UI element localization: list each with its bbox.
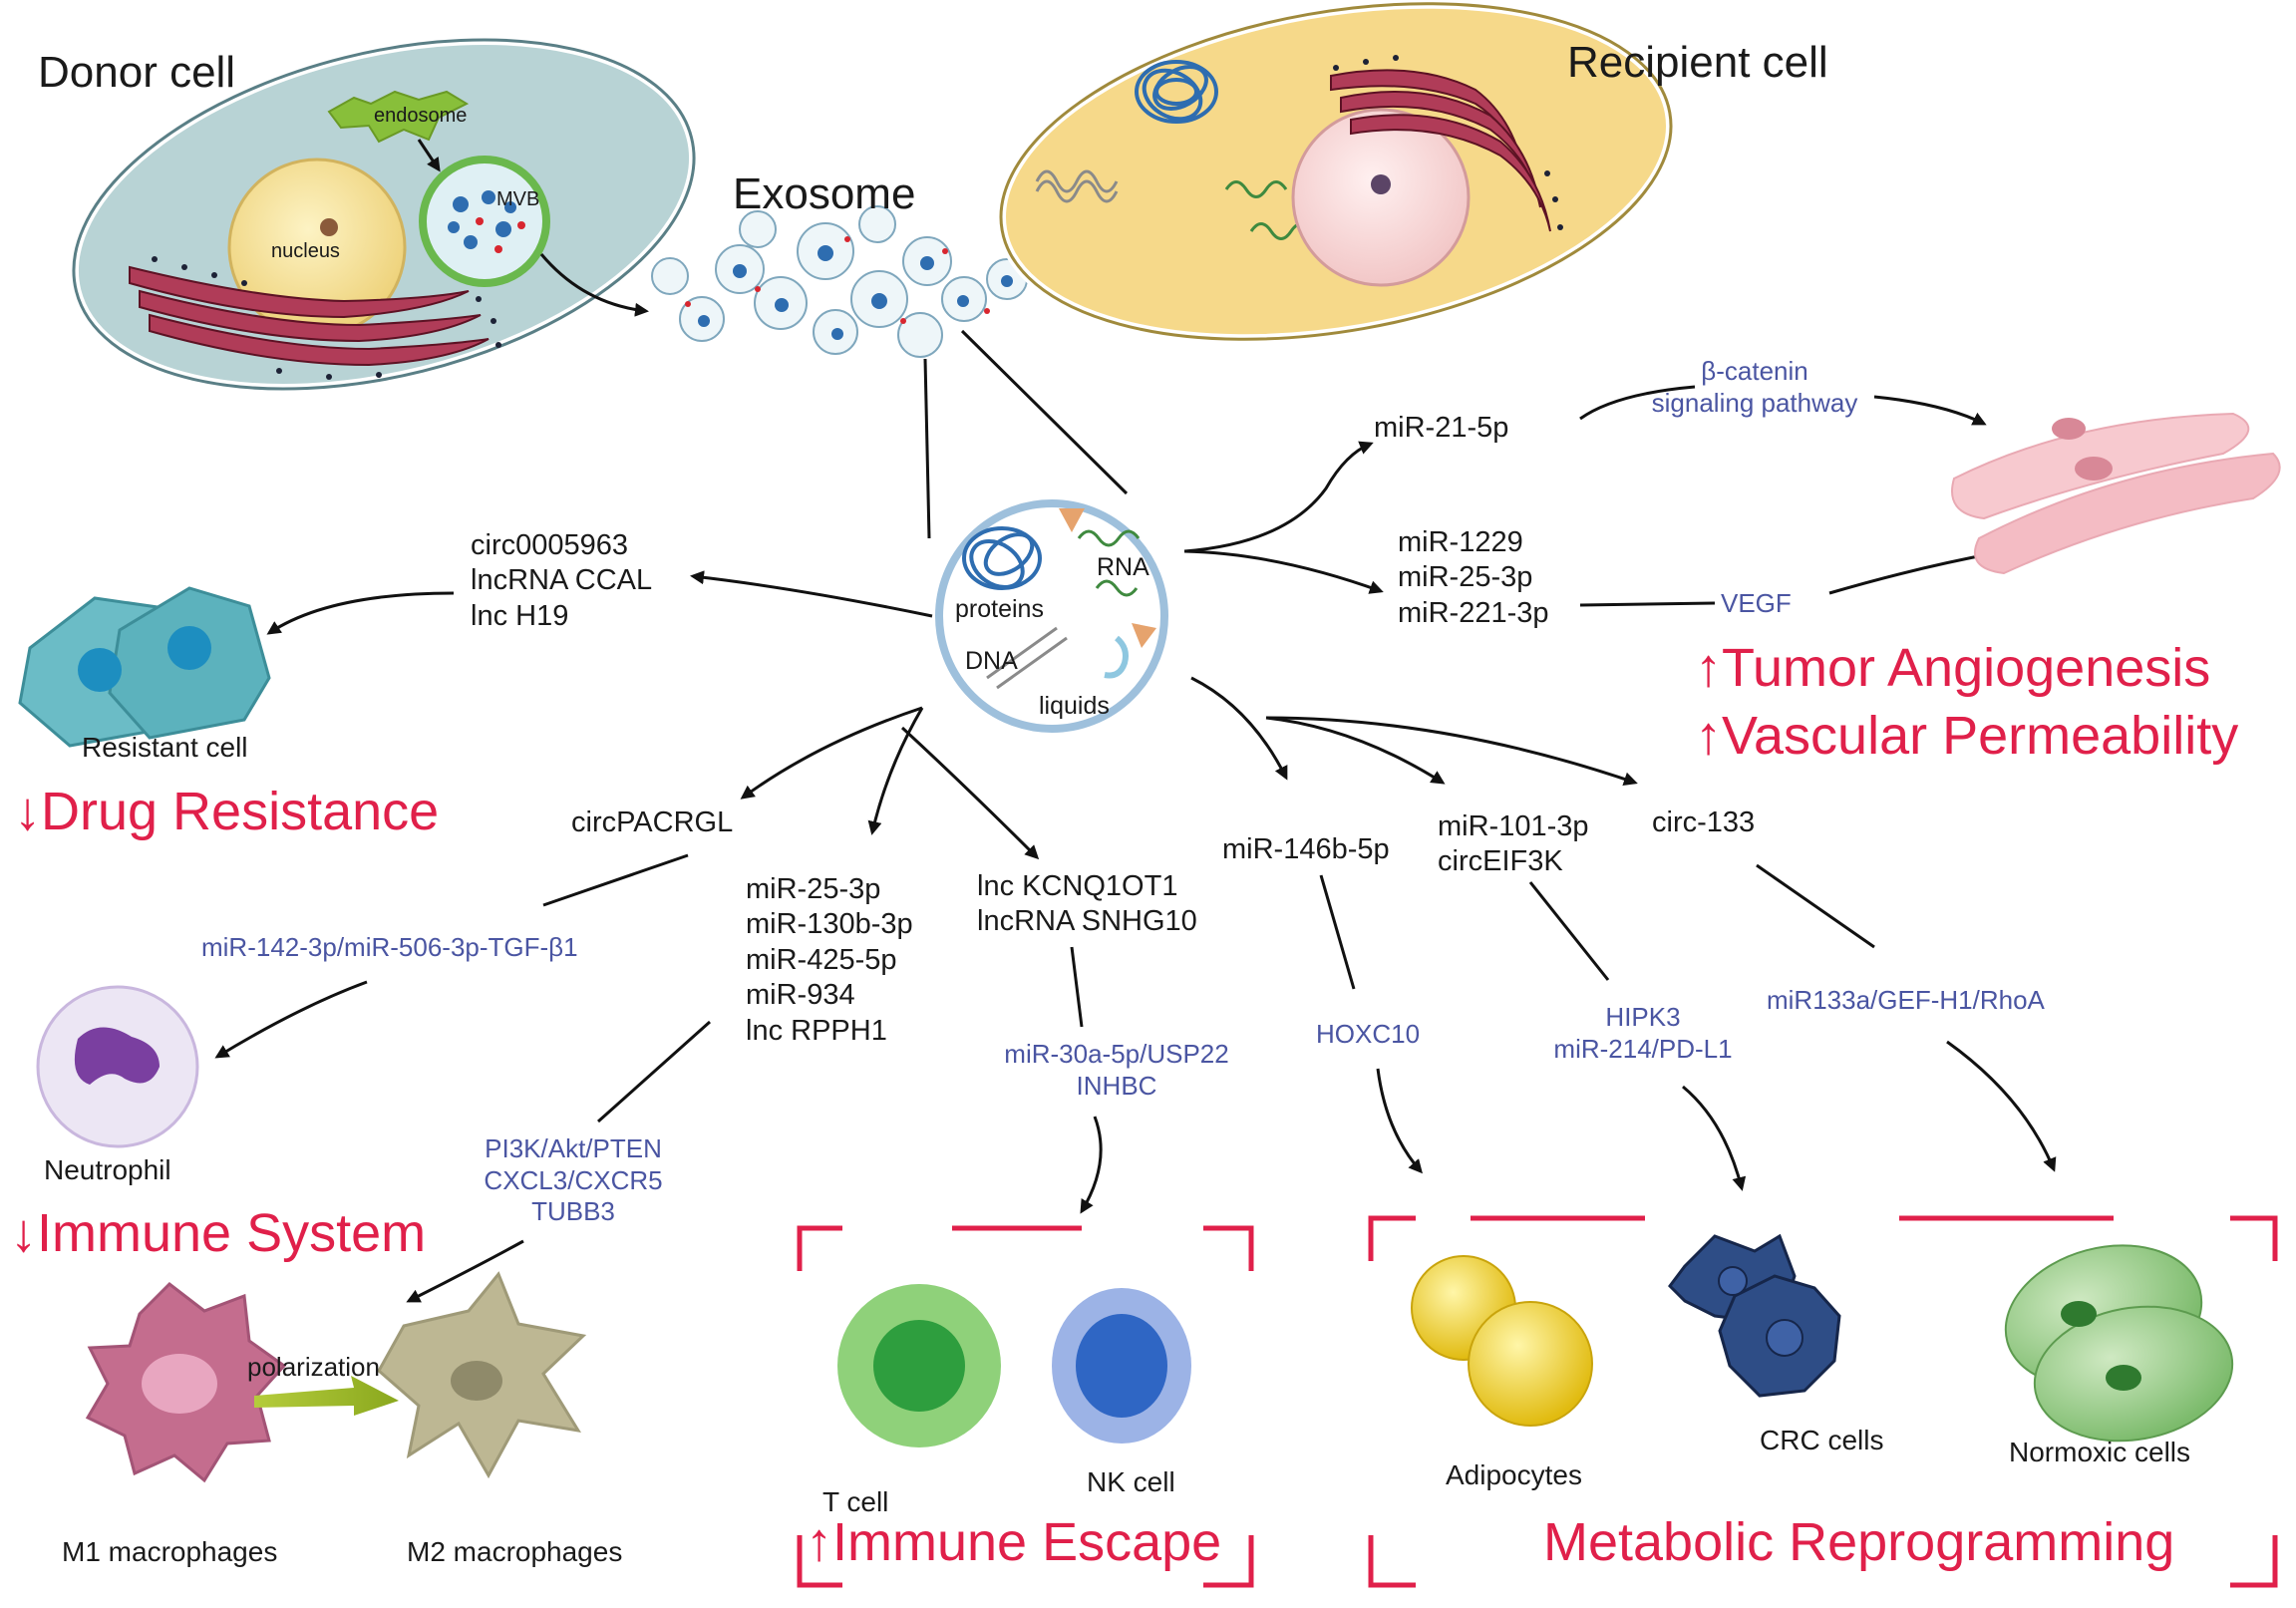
metabolic-frame <box>1368 1215 2278 1588</box>
molecule-label: circ0005963 <box>471 529 628 561</box>
pathway-line: miR-214/PD-L1 <box>1553 1033 1733 1064</box>
drug-resistance-molecules: circ0005963 lncRNA CCAL lnc H19 <box>471 528 652 634</box>
immune-escape-molecules: lnc KCNQ1OT1 lncRNA SNHG10 <box>977 869 1197 940</box>
macrophage-molecules: miR-25-3p miR-130b-3p miR-425-5p miR-934… <box>746 872 913 1049</box>
t-cell-illustration <box>837 1284 1001 1447</box>
circ-133-label: circ-133 <box>1652 806 1756 838</box>
recipient-cell-illustration <box>996 0 1676 345</box>
immune-system-effect: ↓Immune System <box>10 1203 427 1263</box>
crc-cells-illustration <box>1668 1233 1841 1398</box>
molecule-label: miR-25-3p <box>1398 561 1533 594</box>
endothelial-cell-illustration <box>1951 412 2281 575</box>
molecule-label: miR-101-3p <box>1438 810 1589 842</box>
molecule-label: lnc KCNQ1OT1 <box>977 870 1178 902</box>
normoxic-cells-label: Normoxic cells <box>2009 1437 2191 1467</box>
molecule-label: circEIF3K <box>1438 845 1563 878</box>
nk-cell-illustration <box>1052 1288 1191 1444</box>
molecule-label: lncRNA CCAL <box>471 564 653 597</box>
pathway-line: INHBC <box>1076 1070 1157 1101</box>
angiogenesis-molecules: miR-1229 miR-25-3p miR-221-3p <box>1398 525 1549 631</box>
rna-label: RNA <box>1097 553 1149 581</box>
m1-macrophage-illustration <box>85 1282 287 1483</box>
exosome-hub <box>935 499 1168 733</box>
mir-21-5p-label: miR-21-5p <box>1374 412 1509 444</box>
pathway-line: HIPK3 <box>1605 1002 1681 1032</box>
m2-macrophage-illustration <box>377 1271 587 1479</box>
immune-escape-effect: ↑Immune Escape <box>806 1512 1222 1572</box>
molecule-label: miR-25-3p <box>746 873 881 905</box>
metabolic-pathways-2: HIPK3 miR-214/PD-L1 <box>1553 1002 1732 1065</box>
resistant-cell-illustration <box>18 586 271 748</box>
immune-escape-pathways: miR-30a-5p/USP22 INHBC <box>1004 1039 1228 1102</box>
proteins-label: proteins <box>955 595 1044 623</box>
tumor-angiogenesis-effect: ↑Tumor Angiogenesis <box>1695 638 2211 698</box>
normoxic-cells-illustration <box>2004 1244 2234 1443</box>
molecule-label: lnc RPPH1 <box>746 1014 887 1047</box>
neutrophil-label: Neutrophil <box>44 1154 171 1185</box>
polarization-label: polarization <box>247 1352 380 1382</box>
mir133a-pathway: miR133a/GEF-H1/RhoA <box>1767 985 2045 1015</box>
donor-cell-illustration <box>68 34 700 395</box>
molecule-label: lncRNA SNHG10 <box>977 905 1197 938</box>
pathway-line: β-catenin <box>1701 356 1808 386</box>
exosome-title: Exosome <box>733 169 916 218</box>
beta-catenin-pathway: β-catenin signaling pathway <box>1652 356 1858 419</box>
drug-resistance-effect: ↓Drug Resistance <box>14 782 440 841</box>
pathway-line: miR-30a-5p/USP22 <box>1004 1039 1229 1069</box>
circpacrgl-label: circPACRGL <box>571 806 734 838</box>
donor-cell-title: Donor cell <box>38 48 236 97</box>
endosome-label: endosome <box>374 105 468 127</box>
molecule-label: miR-934 <box>746 979 855 1012</box>
t-cell-label: T cell <box>822 1486 889 1517</box>
vascular-permeability-effect: ↑Vascular Permeability <box>1695 706 2239 766</box>
neutrophil-pathway: miR-142-3p/miR-506-3p-TGF-β1 <box>201 932 578 962</box>
exosome-vesicles <box>651 205 1179 358</box>
mvb-label: MVB <box>496 188 540 210</box>
molecule-label: miR-425-5p <box>746 943 897 976</box>
polarization-arrow <box>254 1376 399 1416</box>
nucleus-label: nucleus <box>271 240 340 262</box>
molecule-label: miR-130b-3p <box>746 908 913 941</box>
pathway-line: PI3K/Akt/PTEN <box>485 1133 662 1163</box>
vegf-label: VEGF <box>1721 588 1792 618</box>
mir-146b-5p-label: miR-146b-5p <box>1222 833 1390 865</box>
immune-escape-frame <box>797 1225 1254 1588</box>
resistant-cell-label: Resistant cell <box>82 732 248 763</box>
pathway-line: TUBB3 <box>531 1196 615 1227</box>
macrophage-pathways: PI3K/Akt/PTEN CXCL3/CXCR5 TUBB3 <box>484 1133 662 1228</box>
m1-macrophages-label: M1 macrophages <box>62 1536 278 1567</box>
m2-macrophages-label: M2 macrophages <box>407 1536 623 1567</box>
hoxc10-label: HOXC10 <box>1316 1019 1421 1049</box>
liquids-label: liquids <box>1039 692 1110 720</box>
molecule-label: miR-221-3p <box>1398 596 1549 629</box>
recipient-cell-title: Recipient cell <box>1567 38 1828 87</box>
metabolic-molecules-2: miR-101-3p circEIF3K <box>1438 809 1589 880</box>
molecule-label: miR-1229 <box>1398 526 1523 558</box>
crc-cells-label: CRC cells <box>1760 1425 1884 1455</box>
adipocytes-illustration <box>1411 1255 1593 1427</box>
metabolic-reprogramming-effect: Metabolic Reprogramming <box>1543 1512 2175 1572</box>
pathway-line: signaling pathway <box>1651 387 1858 418</box>
pathway-line: CXCL3/CXCR5 <box>484 1164 663 1195</box>
molecule-label: lnc H19 <box>471 599 569 632</box>
dna-label: DNA <box>965 647 1018 675</box>
neutrophil-illustration <box>36 985 199 1148</box>
nk-cell-label: NK cell <box>1087 1466 1175 1497</box>
adipocytes-label: Adipocytes <box>1446 1459 1582 1490</box>
